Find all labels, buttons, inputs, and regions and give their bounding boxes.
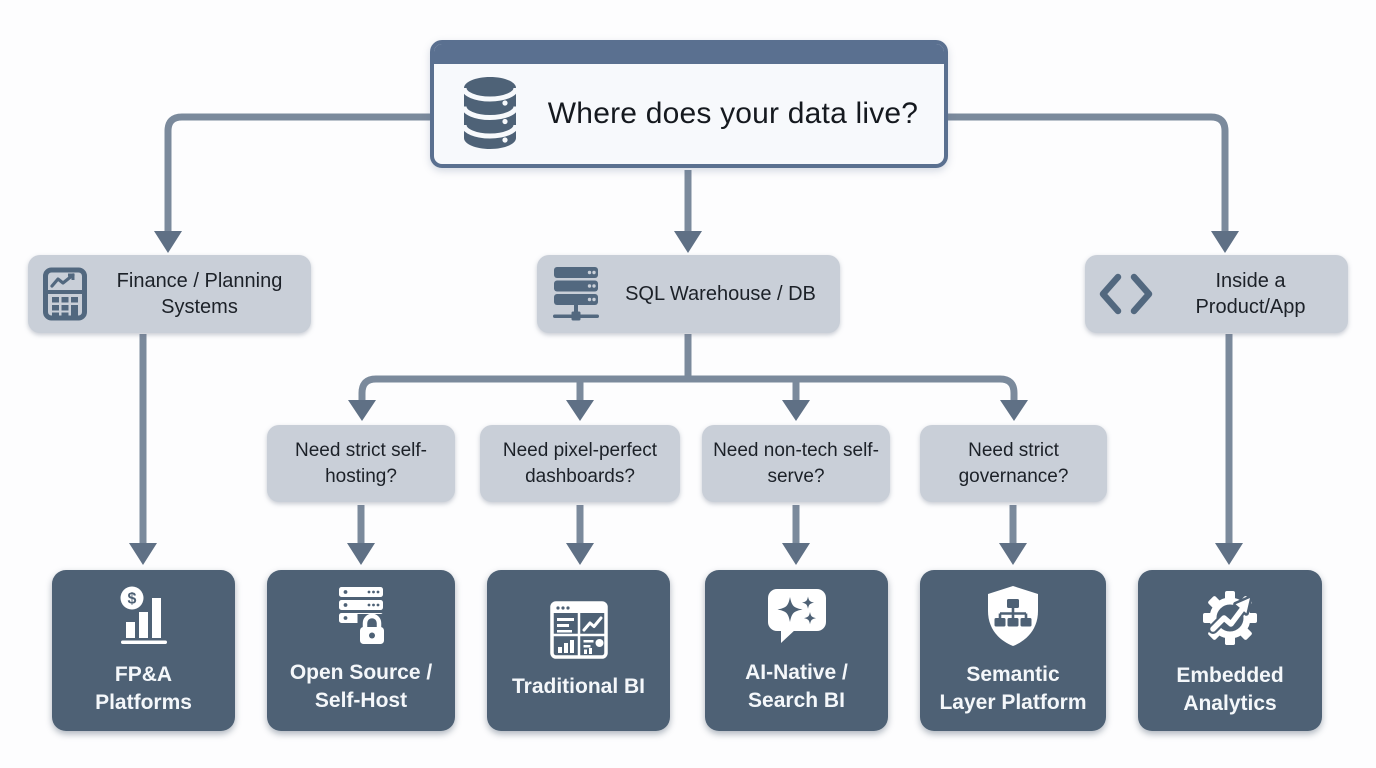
node-semantic-layer-platform: Semantic Layer Platform [920,570,1106,731]
arrowhead [1211,231,1239,253]
arrowhead [674,231,702,253]
gear-growth-icon [1203,591,1257,646]
shield-hierarchy-icon [988,586,1038,647]
edge-root-finance [164,113,433,233]
database-icon [461,77,519,149]
outcome-label: Embedded Analytics [1176,664,1284,715]
question-label: Need pixel-perfect dashboards? [502,439,658,487]
server-stack-icon [553,267,599,321]
arrowhead [566,543,594,565]
arrowhead [154,231,182,253]
node-inside-product-app: Inside a Product/App [1085,255,1348,333]
arrowhead [1215,543,1243,565]
root-node: Where does your data live? [430,40,948,168]
svg-text:$: $ [127,591,136,608]
root-node-header-bar [434,44,944,64]
root-question-title: Where does your data live? [547,97,919,130]
arrowhead [1000,400,1028,421]
node-traditional-bi: Traditional BI [487,570,670,731]
chat-sparkles-icon [767,589,826,644]
arrowhead [782,543,810,565]
node-question-self-hosting: Need strict self-hosting? [267,425,455,502]
server-lock-icon [339,587,387,645]
dashboard-icon [549,601,608,659]
node-open-source-self-host: Open Source / Self-Host [267,570,455,731]
outcome-label: FP&A Platforms [95,663,192,714]
arrowhead [999,543,1027,565]
dollar-bar-chart-icon: $ [120,586,167,645]
question-label: Need non-tech self-serve? [713,439,879,487]
outcome-label: Semantic Layer Platform [939,663,1087,714]
outcome-label: AI-Native / Search BI [745,661,848,712]
arrowhead [348,400,376,421]
node-question-governance: Need strict governance? [920,425,1107,502]
code-brackets-icon [1099,273,1153,315]
arrowhead [347,543,375,565]
node-embedded-analytics: Embedded Analytics [1138,570,1322,731]
node-label: SQL Warehouse / DB [625,282,816,305]
outcome-label: Open Source / Self-Host [289,661,433,712]
question-label: Need strict governance? [958,439,1069,487]
arrowhead [129,543,157,565]
node-question-non-tech: Need non-tech self-serve? [702,425,890,502]
edge-distribution-bar [358,375,1018,402]
question-label: Need strict self-hosting? [295,439,427,487]
node-label: Finance / Planning Systems [116,269,283,318]
node-ai-native-search-bi: AI-Native / Search BI [705,570,888,731]
node-question-pixel-perfect: Need pixel-perfect dashboards? [480,425,680,502]
node-finance-planning-systems: Finance / Planning Systems [28,255,311,333]
edge-root-product [945,113,1229,233]
calculator-chart-icon [43,267,87,321]
outcome-label: Traditional BI [511,674,645,698]
arrowhead [566,400,594,421]
arrowhead [782,400,810,421]
node-sql-warehouse-db: SQL Warehouse / DB [537,255,840,333]
node-label: Inside a Product/App [1195,269,1306,318]
node-fpa-platforms: $ FP&A Platforms [52,570,235,731]
